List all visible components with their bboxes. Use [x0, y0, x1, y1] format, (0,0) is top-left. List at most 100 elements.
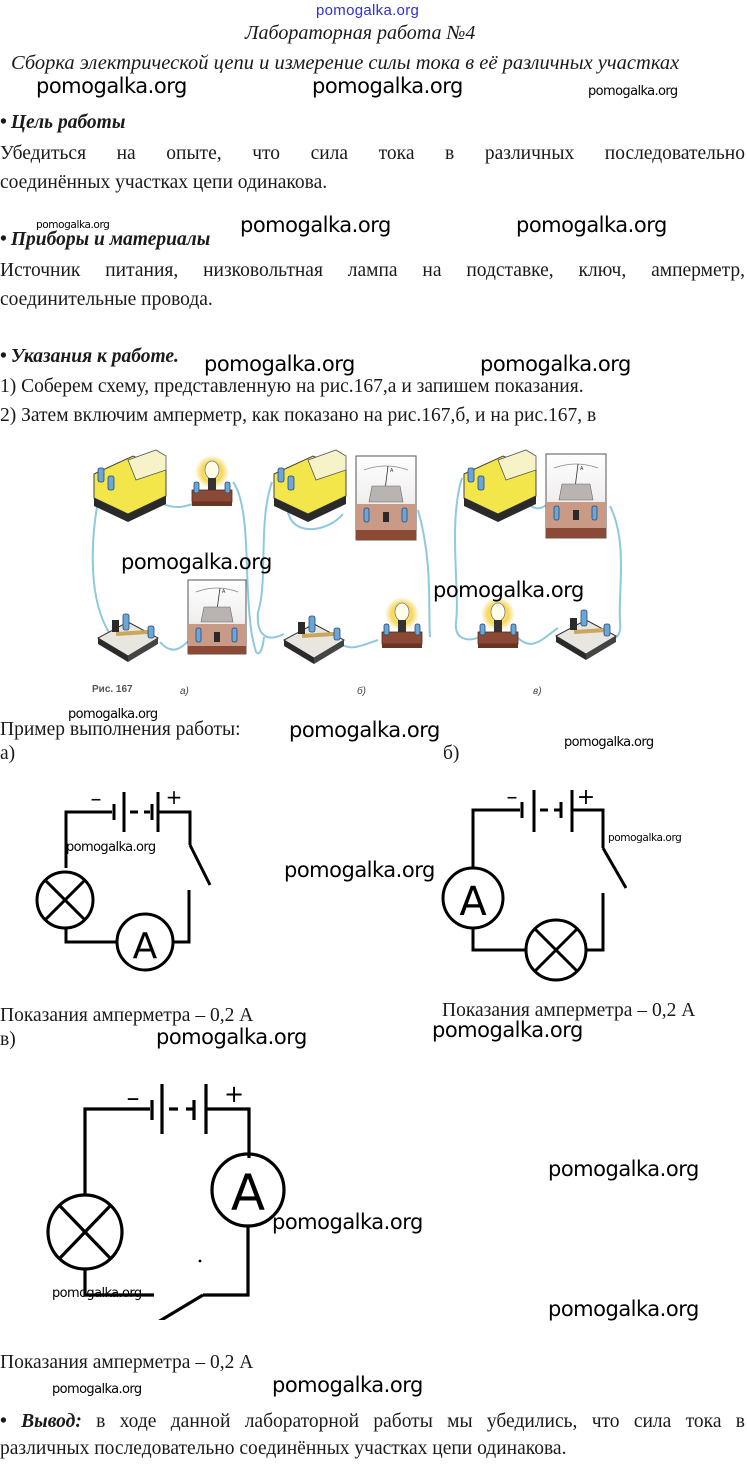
watermark: pomogalka.org [432, 1018, 583, 1042]
scheme-label-c: в) [0, 1029, 16, 1050]
instructions-section-heading: • Указания к работе. [0, 346, 179, 368]
terminal [580, 609, 588, 627]
conclusion-line1: • Вывод: в ходе данной лабораторной рабо… [0, 1407, 745, 1436]
ammeter-symbol [115, 912, 175, 972]
wire [417, 509, 431, 638]
wire [256, 481, 285, 639]
equipment-section-heading: • Приборы и материалы [0, 229, 210, 251]
watermark: pomogalka.org [121, 550, 272, 574]
power-source [463, 449, 537, 522]
reading-a: Показания амперметра – 0,2 А [0, 1005, 254, 1026]
terminal [477, 475, 485, 491]
terminal [224, 481, 231, 494]
ammeter-letter: A [459, 879, 487, 925]
conclusion-heading: Вывод: [21, 1411, 82, 1432]
goal-text-line1: Убедиться на опыте, что сила тока в разл… [0, 143, 745, 164]
terminal [122, 613, 130, 631]
figure-panel-label-c: в) [533, 686, 542, 697]
watermark: pomogalka.org [66, 840, 156, 855]
watermark: pomogalka.org [204, 352, 355, 376]
terminal [467, 467, 475, 483]
watermark: pomogalka.org [284, 858, 435, 882]
switch-key [282, 615, 346, 664]
terminal [147, 625, 155, 639]
ammeter-letter: A [133, 926, 158, 967]
lamp-cross [43, 878, 87, 922]
watermark: pomogalka.org [480, 352, 631, 376]
switch-key [554, 609, 618, 660]
bullet: • [0, 346, 7, 367]
wire [572, 808, 605, 848]
wire [158, 810, 192, 845]
wire [83, 1269, 154, 1297]
terminal [333, 627, 341, 641]
wire [471, 928, 526, 952]
wire [605, 505, 622, 641]
bullet: • [0, 229, 7, 250]
reading-b: Показания амперметра – 0,2 А [442, 1000, 696, 1021]
terminal [277, 467, 285, 483]
watermark: pomogalka.org [548, 1157, 699, 1181]
bullet: • [0, 112, 7, 133]
wire [232, 481, 265, 655]
switch-lever [158, 1293, 204, 1320]
wire [206, 1107, 251, 1158]
wire [83, 1107, 150, 1195]
circuit-scheme-c: A – + [46, 1080, 286, 1320]
watermark: pomogalka.org [52, 1286, 142, 1301]
terminal [591, 505, 598, 521]
panel-c: A [453, 449, 622, 660]
equipment-heading: Приборы и материалы [10, 229, 211, 250]
ammeter-letter: A [390, 468, 394, 474]
terminal [97, 467, 105, 483]
watermark: pomogalka.org [588, 84, 678, 99]
wire [517, 627, 559, 645]
equipment-text-line2: соединительные провода. [0, 289, 213, 310]
terminal [603, 623, 611, 637]
ammeter-letter: A [222, 589, 226, 595]
wire [586, 893, 605, 952]
figure-167: A A [91, 449, 622, 664]
instruction-step-2: 2) Затем включим амперметр, как показано… [0, 405, 597, 426]
minus-sign: – [127, 1083, 140, 1113]
figure-panel-label-a: а) [180, 686, 189, 697]
wire [453, 477, 481, 641]
minus-sign: – [91, 787, 102, 812]
watermark: pomogalka.org [36, 74, 187, 98]
terminal [231, 627, 238, 643]
lamp-on-stand [477, 597, 519, 648]
watermark: pomogalka.org [608, 832, 682, 844]
circuit-scheme-a: A – + [35, 785, 212, 972]
wire [203, 1226, 250, 1297]
terminal [401, 507, 408, 523]
terminal [414, 623, 421, 636]
scheme-label-a: а) [0, 743, 16, 764]
instructions-heading: Указания к работе. [10, 346, 179, 367]
terminal [510, 623, 517, 636]
terminal [479, 623, 486, 636]
figure-caption: Рис. 167 [92, 684, 133, 695]
goal-text-line2: соединённых участках цепи одинакова. [0, 172, 328, 193]
terminal [107, 475, 115, 491]
wire [287, 511, 344, 531]
scheme-label-b: б) [443, 743, 460, 764]
watermark: pomogalka.org [433, 578, 584, 602]
plus-sign: + [577, 785, 595, 810]
lamp-cross [533, 927, 579, 973]
lamp-on-stand [381, 597, 423, 648]
power-source [93, 449, 167, 522]
conclusion-text-line1: в ходе данной лабораторной работы мы убе… [96, 1411, 746, 1432]
power-source [273, 449, 347, 522]
minus-sign: – [507, 785, 518, 810]
lamp-symbol [524, 918, 588, 982]
ammeter-letter: A [580, 466, 584, 472]
lab-subtitle: Сборка электрической цепи и измерение си… [11, 52, 680, 74]
switch-lever [601, 847, 628, 889]
watermark: pomogalka.org [272, 1210, 423, 1234]
figure-panel-label-b: б) [357, 686, 366, 697]
terminal [287, 475, 295, 491]
watermark: pomogalka.org [52, 1382, 142, 1397]
goal-section-heading: • Цель работы [0, 112, 125, 134]
bullet: • [0, 1411, 7, 1432]
wire [64, 810, 112, 868]
